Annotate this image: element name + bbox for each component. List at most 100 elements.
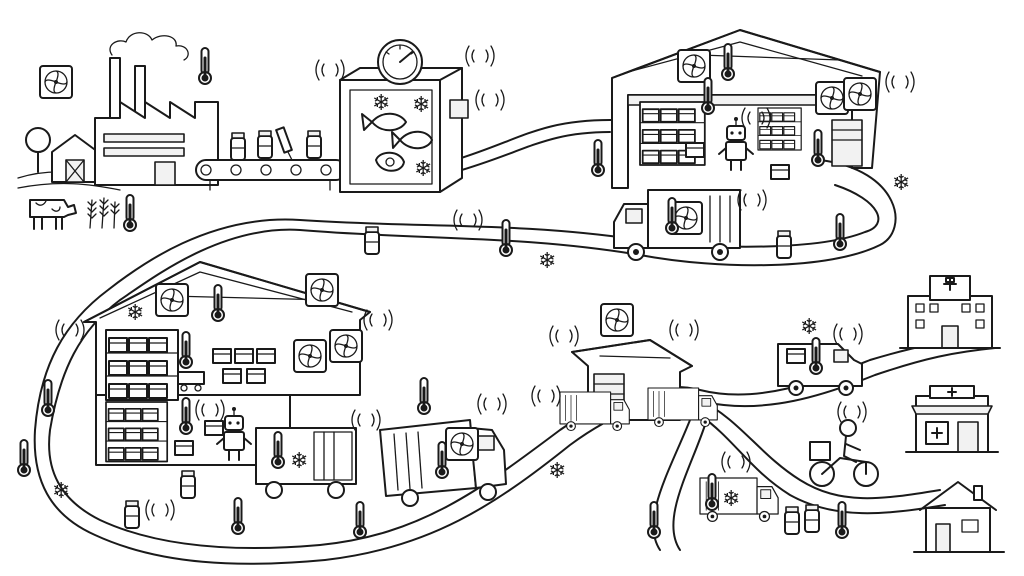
thermometer-icon (416, 376, 432, 416)
thermometer-icon (40, 378, 56, 418)
cooling-fan-icon (329, 329, 363, 363)
box-icon (770, 164, 790, 180)
wifi-signal-icon (465, 45, 495, 67)
wifi-signal-icon (837, 401, 867, 423)
barn-icon (51, 134, 99, 183)
vial-icon (257, 130, 273, 159)
cold-room-icon: ❄ ❄ ❄ (315, 39, 505, 193)
wifi-signal-icon (315, 59, 345, 81)
meat-icon (375, 151, 405, 172)
cooling-fan-icon (293, 339, 327, 373)
thermometer-icon (270, 430, 286, 470)
cooling-fan-icon (305, 273, 339, 307)
warehouse-icon (611, 29, 915, 189)
wifi-signal-icon (669, 319, 699, 341)
box-icon (786, 348, 806, 364)
snowflake-icon: ❄ (414, 157, 432, 182)
shelf-rack-icon (106, 402, 167, 462)
box-icon (234, 348, 254, 364)
gauge-icon (377, 39, 423, 85)
wifi-signal-icon (477, 393, 507, 415)
snowflake-icon: ❄ (800, 315, 818, 340)
wifi-signal-icon (885, 71, 915, 93)
thermometer-icon (810, 128, 826, 168)
pharmacy-icon (905, 385, 999, 453)
wheat-icon (87, 197, 120, 229)
box-icon (174, 440, 194, 456)
thermometer-icon (832, 212, 848, 252)
fish-icon (391, 130, 433, 150)
factory (94, 32, 219, 186)
box-icon (204, 420, 224, 436)
thermometer-icon (590, 138, 606, 178)
vial-icon (124, 500, 140, 529)
wifi-signal-icon (145, 499, 175, 521)
snowflake-icon: ❄ (722, 487, 740, 512)
cooling-fan-icon (600, 303, 634, 337)
snowflake-icon: ❄ (412, 93, 430, 118)
thermometer-icon (210, 283, 226, 323)
hospital-icon (899, 275, 1001, 349)
wifi-signal-icon (351, 409, 381, 431)
vial-icon (180, 470, 196, 499)
box-icon (222, 368, 242, 384)
thermometer-icon (352, 500, 368, 540)
snowflake-icon: ❄ (548, 459, 566, 484)
delivery-van-icon (647, 387, 718, 428)
snowflake-icon: ❄ (126, 301, 144, 326)
thermometer-icon (197, 46, 213, 86)
wifi-signal-icon (531, 385, 561, 407)
thermometer-icon (704, 472, 720, 512)
wifi-signal-icon (721, 451, 751, 473)
cooling-fan-icon (843, 77, 877, 111)
snowflake-icon: ❄ (290, 449, 308, 474)
thermometer-icon (178, 330, 194, 370)
vial-icon (776, 230, 792, 259)
wifi-signal-icon (475, 89, 505, 111)
thermometer-icon (178, 396, 194, 436)
pallet-cart-icon (177, 371, 205, 392)
box-icon (212, 348, 232, 364)
vial-icon (230, 132, 246, 161)
tree-icon (25, 127, 51, 173)
thermometer-icon (434, 440, 450, 480)
cooling-fan-icon (445, 427, 479, 461)
thermometer-icon (16, 438, 32, 478)
thermometer-icon (664, 196, 680, 236)
cooling-fan-icon (677, 49, 711, 83)
shelf-rack-icon (106, 330, 178, 400)
wifi-signal-icon (833, 323, 863, 345)
shelf-rack-icon (758, 108, 801, 150)
snowflake-icon: ❄ (52, 479, 70, 504)
wifi-signal-icon (737, 189, 767, 211)
box-icon (685, 142, 705, 158)
loading-door (831, 119, 863, 167)
box-icon (256, 348, 276, 364)
cow-icon (29, 199, 77, 230)
house-icon (913, 481, 1005, 553)
thermometer-icon (230, 496, 246, 536)
refrigerated-truck-icon (255, 427, 357, 499)
box-icon (246, 368, 266, 384)
refrigerated-truck-icon (379, 419, 507, 507)
thermometer-icon (498, 218, 514, 258)
thermometer-icon (646, 500, 662, 540)
wifi-signal-icon (549, 325, 579, 347)
snowflake-icon: ❄ (372, 91, 390, 116)
robot-icon (718, 116, 754, 171)
wifi-signal-icon (55, 319, 85, 341)
vial-icon (306, 130, 322, 159)
warehouse-icon: ❄ (55, 261, 393, 466)
snowflake-icon: ❄ (892, 171, 910, 196)
thermometer-icon (720, 42, 736, 82)
thermometer-icon (700, 76, 716, 116)
thermometer-icon (834, 500, 850, 540)
motorcycle-courier-icon (809, 401, 879, 487)
thermometer-icon (808, 336, 824, 376)
farm (17, 65, 138, 233)
thermometer-icon (122, 193, 138, 233)
fish-icon (361, 112, 407, 132)
syringe-icon (275, 126, 293, 161)
cooling-fan-icon (155, 283, 189, 317)
